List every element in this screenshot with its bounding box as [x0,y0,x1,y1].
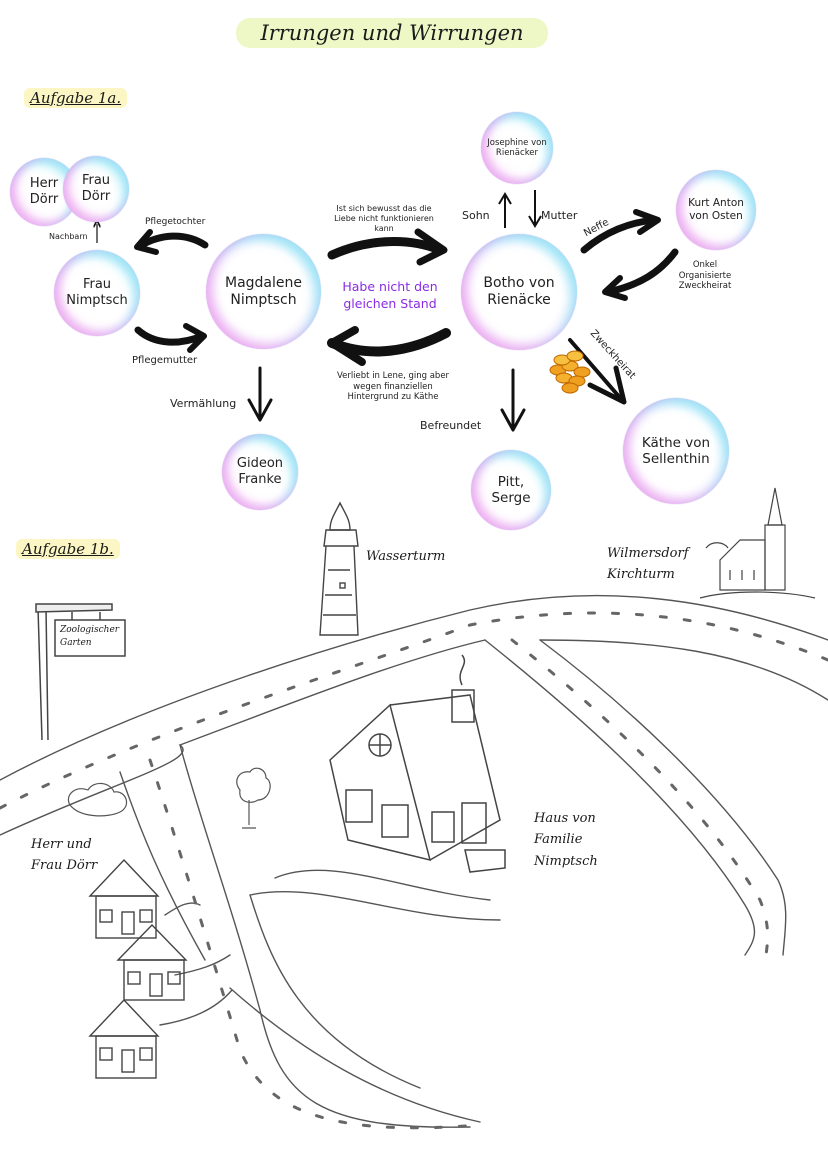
road-left-c [249,894,421,1089]
edge-label-line: Onkel [692,260,718,270]
node-label: Rienäcker [495,148,539,158]
edge-label-line: Hintergrund zu Käthe [347,392,439,403]
task-1b-heading: Aufgabe 1b. [16,539,120,559]
houses-doerr-icon [88,858,188,1079]
edge-label-line: kann [374,224,394,233]
arrow-onkel [604,248,679,296]
bush-icon [67,782,128,817]
edge-label-line: Verliebt in Lene, ging aber [336,371,450,381]
sign-line: Zoologischer [60,625,120,635]
edge-label-line: wegen finanziellen [353,381,433,392]
node-label: Frau [81,173,111,189]
label-wasserturm: Wasserturm [366,549,446,564]
node-label: von Osten [689,210,743,222]
arrow-pflegetochter [136,232,209,250]
node-label: Nimptsch [230,291,297,308]
edge-label-line: Habe nicht den [342,279,438,294]
label-haus-nimptsch: Haus von Familie Nimptsch [534,808,598,872]
edge-label-line: gleichen Stand [343,295,437,311]
road-left-b [179,744,471,1128]
node-label: Serge [491,490,531,506]
node-label: Gideon [236,456,284,472]
node-label: Sellenthin [642,451,710,467]
label-line: Herr und [31,837,92,852]
arrow-bewusst [327,237,445,260]
edge-label-bewusst: Ist sich bewusst das die Liebe nicht fun… [326,204,442,234]
node-label: Dörr [81,189,111,204]
node-label: Herr [29,176,59,192]
node-label: Franke [238,472,282,487]
node-label: Josephine von [487,137,547,148]
edge-label-mutter: Mutter [541,209,578,222]
house-nimptsch-icon [329,654,506,873]
road-right-branch-right [539,639,787,956]
edge-label-verliebt: Verliebt in Lene, ging aber wegen finanz… [322,371,464,403]
node-label: Frau [82,277,112,293]
sign-zoologischer-garten: Zoologischer Garten [60,624,119,650]
node-pitt-serge: Pitt,Serge [471,450,551,530]
node-label: Rienäcke [487,292,551,308]
edge-label-pflegemutter: Pflegemutter [132,355,198,366]
arrow-pflegemutter [134,326,206,346]
edge-label-onkel: Onkel Organisierte Zweckheirat [668,260,742,292]
label-line: Familie [534,832,583,848]
edge-label-line: Zweckheirat [678,281,732,292]
road-right-branch-left [484,639,756,956]
label-line: Haus von [534,811,596,826]
edge-label-nachbarn: Nachbarn [49,232,88,241]
edge-label-line: Ist sich bewusst das die [336,204,432,213]
label-herr-frau-doerr: Herr und Frau Dörr [31,834,97,877]
node-label: Pitt, [497,473,525,490]
page-title: Irrungen und Wirrungen [236,18,548,48]
edge-label-line: Organisierte [678,270,732,281]
node-label: Magdalene [225,274,302,291]
coins-icon [549,350,591,394]
road-main-inner [0,639,486,836]
road-main-outer [0,594,828,781]
label-wilmersdorf-kirchturm: Wilmersdorf Kirchturm [607,543,689,586]
node-label: Botho von [483,275,555,292]
task-1a-heading: Aufgabe 1a. [24,88,128,108]
node-label: Dörr [29,192,59,207]
label-line: Kirchturm [607,567,675,583]
sign-line: Garten [60,638,92,649]
edge-label-vermaehlung: Vermählung [170,397,237,410]
edge-label-befreundet: Befreundet [420,419,482,432]
label-line: Nimptsch [534,853,598,869]
node-label: Nimptsch [66,293,128,308]
edge-label-stand: Habe nicht den gleichen Stand [330,279,450,313]
edge-label-pflegetochter: Pflegetochter [145,217,206,227]
edge-label-line: Liebe nicht funktionieren [334,214,434,223]
node-label: Käthe von [641,434,711,451]
node-label: Kurt Anton [688,197,744,210]
relationship-arrows [0,190,679,432]
arrow-neffe [580,216,659,254]
road-left-a [119,771,206,961]
label-line: Frau Dörr [31,858,98,874]
tree-icon [236,767,271,829]
label-line: Wilmersdorf [607,546,689,561]
edge-label-sohn: Sohn [462,209,490,222]
arrow-zweckheirat [568,338,624,402]
